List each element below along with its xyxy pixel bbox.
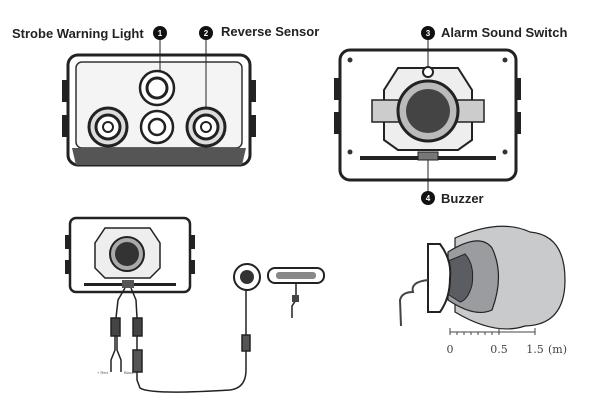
reverse-sensor-right	[185, 106, 227, 148]
callout-number: 4	[426, 194, 431, 203]
label-strobe-warning-light: Strobe Warning Light	[12, 26, 144, 41]
sensor-cable	[398, 279, 429, 327]
callout-2: 2	[199, 26, 213, 40]
callout-1: 1	[153, 26, 167, 40]
red-wire-label: + Red	[97, 370, 108, 375]
strobe-light-unit	[267, 267, 325, 318]
rear-view-device	[334, 48, 521, 182]
strobe-light	[138, 69, 176, 107]
buzzer	[417, 151, 439, 161]
callout-number: 3	[426, 29, 431, 38]
wiring-device	[65, 216, 195, 294]
black-wire-label: Black -	[124, 370, 137, 375]
callout-4: 4	[421, 191, 435, 205]
power-wires	[110, 287, 251, 393]
center-lens	[139, 109, 175, 145]
scale-tick-0-5: 0.5	[490, 343, 508, 356]
scale-unit: (m)	[548, 343, 567, 356]
sensor-bracket	[427, 243, 452, 313]
alarm-sound-switch	[422, 66, 434, 78]
range-zone-inner	[445, 253, 474, 303]
callout-number: 1	[158, 29, 163, 38]
detection-range-diagram	[398, 225, 566, 330]
label-alarm-sound-switch: Alarm Sound Switch	[441, 25, 567, 40]
range-scale	[449, 328, 536, 335]
reverse-sensor-left	[87, 106, 129, 148]
reverse-sensor-unit	[233, 263, 261, 291]
label-buzzer: Buzzer	[441, 191, 484, 206]
front-view-device	[62, 53, 256, 167]
scale-tick-1-5: 1.5	[526, 343, 544, 356]
callout-number: 2	[204, 29, 209, 38]
callout-3: 3	[421, 26, 435, 40]
scale-tick-0: 0	[447, 343, 454, 356]
label-reverse-sensor: Reverse Sensor	[221, 24, 319, 39]
